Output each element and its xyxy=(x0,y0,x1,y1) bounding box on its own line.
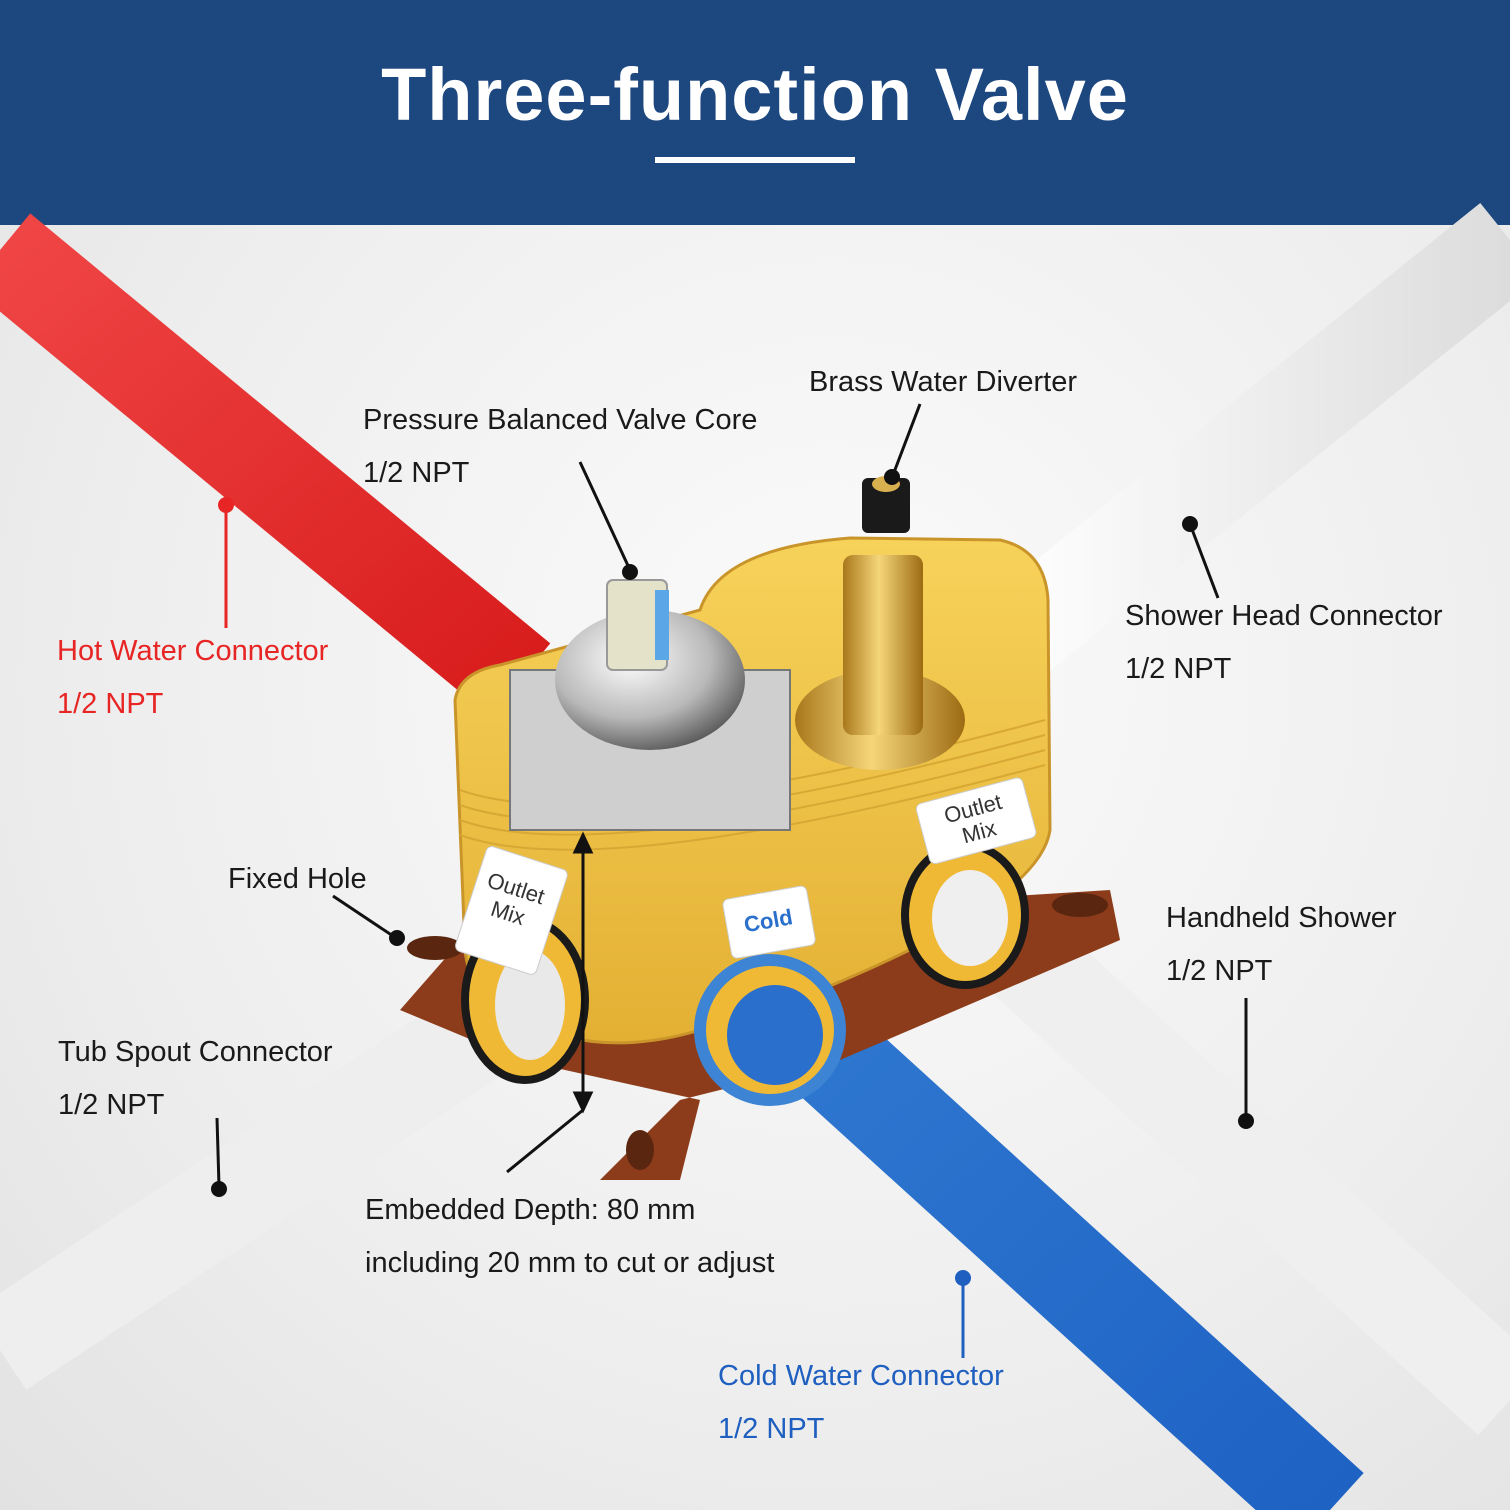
label-fixed-hole: Fixed Hole xyxy=(228,865,367,894)
outlet-tag-right: Outlet Mix xyxy=(915,777,1037,865)
label-shower-head-name: Shower Head Connector xyxy=(1125,600,1443,632)
fixed-hole-bottom xyxy=(626,1130,654,1170)
cold-water-pipe xyxy=(746,973,1364,1510)
diverter-body xyxy=(843,555,923,735)
label-hot-connector-size: 1/2 NPT xyxy=(57,688,164,720)
label-embedded-depth-value: Embedded Depth: 80 mm xyxy=(365,1194,696,1226)
label-cold-connector-size: 1/2 NPT xyxy=(718,1413,825,1445)
core-chrome-dome xyxy=(555,610,745,750)
callout-tub-spout xyxy=(215,1117,221,1187)
fixed-hole-left xyxy=(407,936,463,960)
callout-lines xyxy=(211,403,1254,1358)
tub-spout-pipe xyxy=(0,960,557,1390)
callout-brass-diverter xyxy=(891,403,922,476)
label-tub-spout: Tub Spout Connector 1/2 NPT xyxy=(58,1038,333,1120)
port-right xyxy=(901,841,1029,989)
callout-embedded-depth xyxy=(506,1108,584,1174)
label-handheld-shower-name: Handheld Shower xyxy=(1166,902,1397,934)
label-cold-connector: Cold Water Connector 1/2 NPT xyxy=(718,1362,1004,1444)
label-tub-spout-size: 1/2 NPT xyxy=(58,1089,165,1121)
page-title: Three-function Valve xyxy=(381,53,1129,136)
diverter-cap xyxy=(862,478,910,533)
label-tub-spout-name: Tub Spout Connector xyxy=(58,1036,333,1068)
hot-water-pipe xyxy=(0,213,551,717)
callout-shower-head xyxy=(1188,523,1220,599)
cold-tag: Cold xyxy=(722,885,816,959)
shower-head-pipe xyxy=(970,202,1510,688)
label-hot-connector: Hot Water Connector 1/2 NPT xyxy=(57,637,328,719)
label-handheld-shower: Handheld Shower 1/2 NPT xyxy=(1166,904,1397,986)
label-brass-diverter: Brass Water Diverter xyxy=(809,368,1077,397)
label-hot-connector-name: Hot Water Connector xyxy=(57,635,329,667)
label-embedded-depth-note: including 20 mm to cut or adjust xyxy=(365,1247,775,1279)
label-brass-diverter-name: Brass Water Diverter xyxy=(809,366,1078,398)
label-shower-head-size: 1/2 NPT xyxy=(1125,653,1232,685)
port-cold xyxy=(694,954,846,1106)
outlet-tag-left: Outlet Mix xyxy=(455,846,568,975)
title-underline xyxy=(655,157,855,163)
label-embedded-depth: Embedded Depth: 80 mm including 20 mm to… xyxy=(365,1196,774,1278)
depth-arrow xyxy=(572,831,594,1114)
label-pressure-core: Pressure Balanced Valve Core 1/2 NPT xyxy=(363,406,757,488)
label-handheld-shower-size: 1/2 NPT xyxy=(1166,955,1273,987)
label-fixed-hole-name: Fixed Hole xyxy=(228,863,367,895)
callout-fixed-hole xyxy=(332,894,397,940)
fixed-hole-right xyxy=(1052,893,1108,917)
label-shower-head: Shower Head Connector 1/2 NPT xyxy=(1125,602,1443,684)
label-pressure-core-name: Pressure Balanced Valve Core xyxy=(363,404,758,436)
label-cold-connector-name: Cold Water Connector xyxy=(718,1360,1004,1392)
label-pressure-core-size: 1/2 NPT xyxy=(363,457,470,489)
handheld-shower-pipe xyxy=(928,864,1510,1436)
title-banner: Three-function Valve xyxy=(0,0,1510,225)
callout-pressure-core xyxy=(578,461,632,571)
